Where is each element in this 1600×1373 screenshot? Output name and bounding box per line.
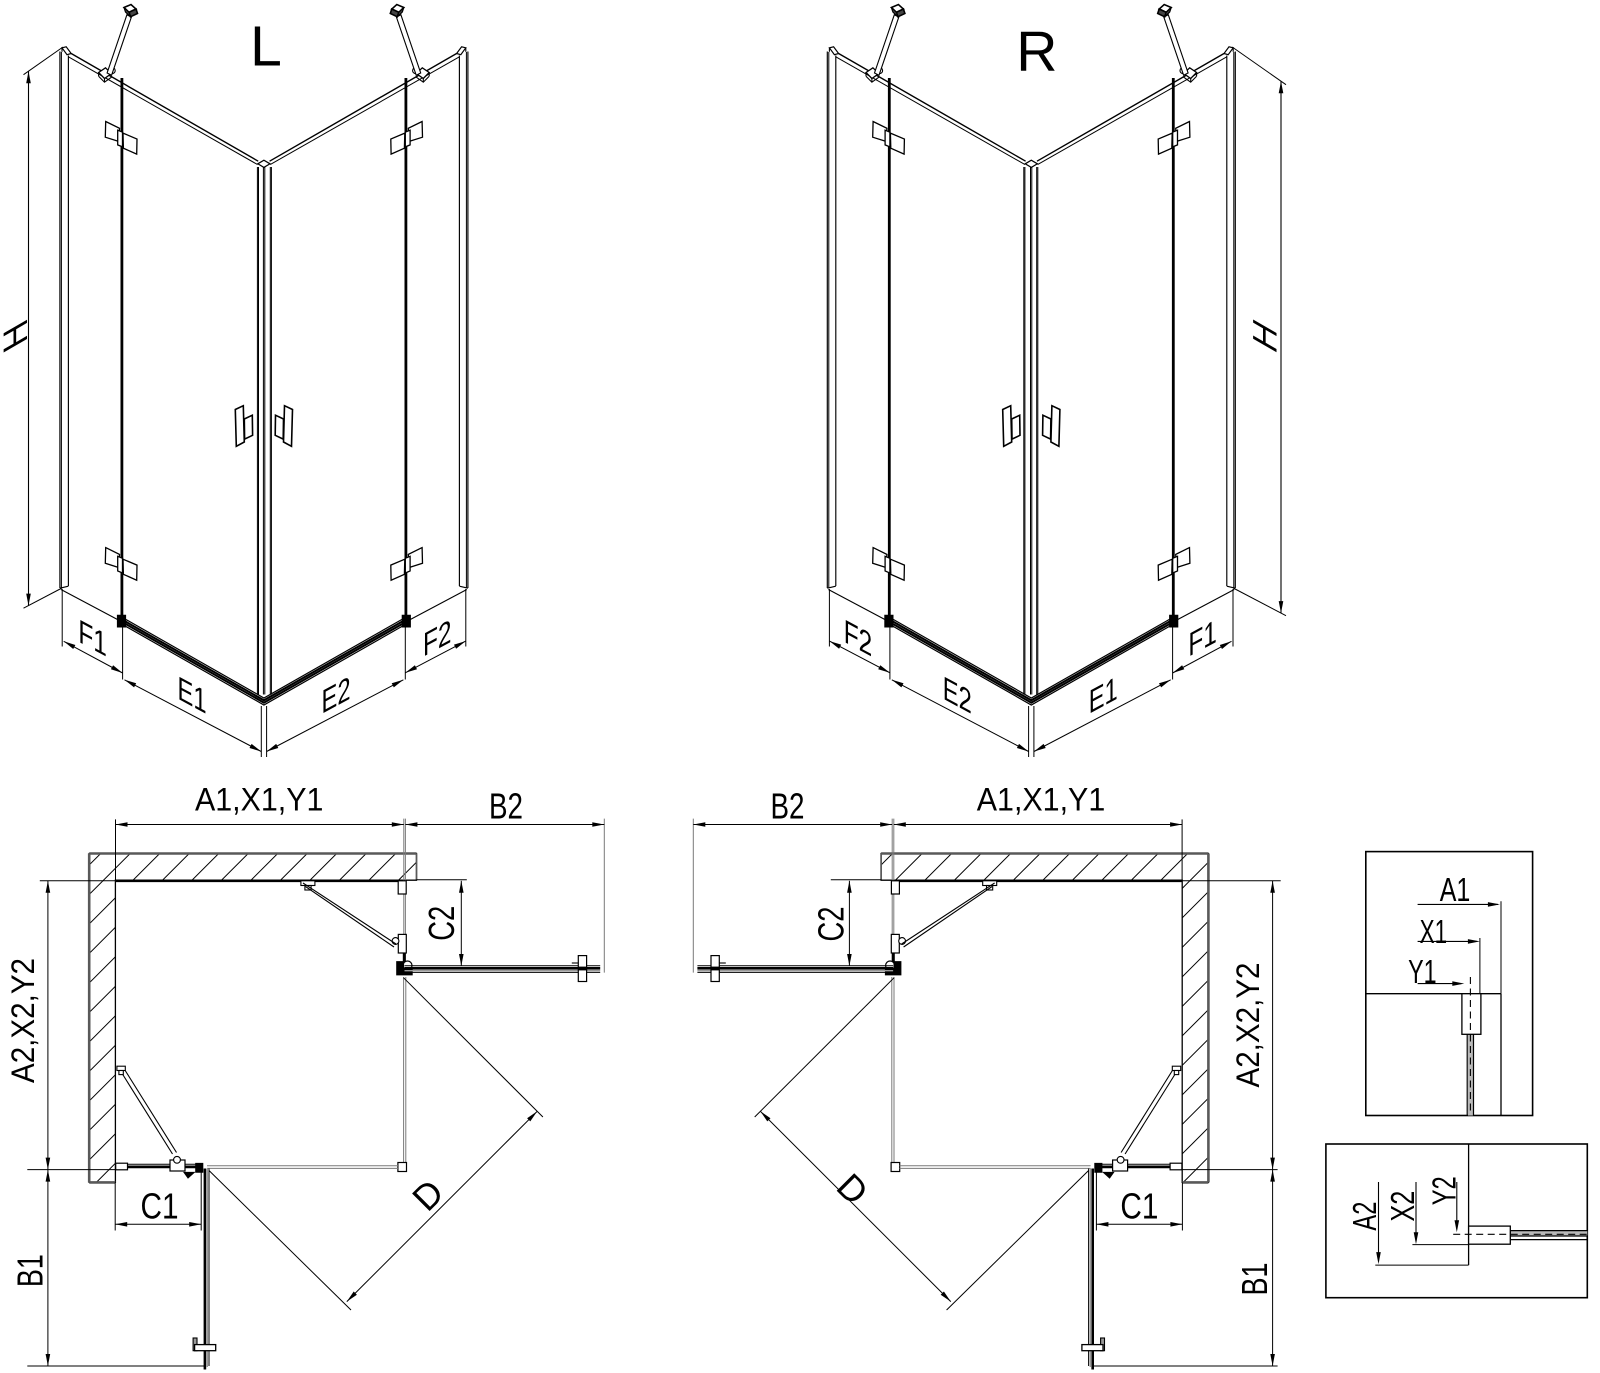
svg-text:B2: B2 <box>489 785 523 826</box>
svg-text:C1: C1 <box>1120 1185 1158 1226</box>
svg-text:R: R <box>1016 20 1057 84</box>
svg-text:X1: X1 <box>1420 913 1448 950</box>
svg-text:A2,X2,Y2: A2,X2,Y2 <box>1230 963 1266 1088</box>
svg-text:A1: A1 <box>1440 871 1471 908</box>
svg-text:Y2: Y2 <box>1426 1176 1463 1205</box>
svg-text:B1: B1 <box>1234 1263 1275 1296</box>
svg-text:A1,X1,Y1: A1,X1,Y1 <box>195 782 324 818</box>
svg-text:C2: C2 <box>811 907 852 942</box>
svg-text:A2,X2,Y2: A2,X2,Y2 <box>5 958 41 1083</box>
svg-text:Y1: Y1 <box>1408 953 1437 990</box>
svg-text:A1,X1,Y1: A1,X1,Y1 <box>977 782 1106 818</box>
svg-text:B2: B2 <box>771 785 805 826</box>
svg-text:B1: B1 <box>9 1254 50 1287</box>
svg-text:C2: C2 <box>421 906 462 941</box>
svg-text:L: L <box>250 14 282 78</box>
svg-text:X2: X2 <box>1384 1191 1421 1222</box>
svg-text:C1: C1 <box>141 1185 179 1226</box>
svg-text:A2: A2 <box>1346 1202 1383 1231</box>
